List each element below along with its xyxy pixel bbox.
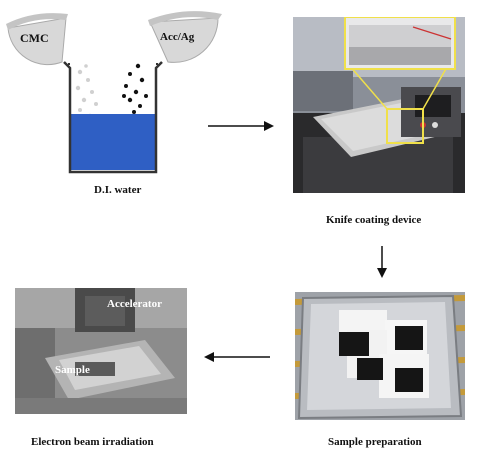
arrow-left bbox=[204, 352, 270, 362]
step3-caption: Sample preparation bbox=[328, 436, 422, 448]
knife-coating-photo bbox=[293, 17, 465, 193]
arrow-down bbox=[377, 246, 387, 278]
accelerator-label: Accelerator bbox=[107, 298, 162, 310]
acc-ag-particles bbox=[122, 63, 148, 114]
acc-ag-cup: Acc/Ag bbox=[148, 11, 222, 63]
reagent-right-label: Acc/Ag bbox=[160, 31, 195, 43]
sample-label: Sample bbox=[55, 364, 90, 376]
step2-caption: Knife coating device bbox=[326, 214, 422, 226]
arrow-right bbox=[208, 121, 274, 131]
reagent-left-label: CMC bbox=[20, 31, 49, 45]
water-fill bbox=[70, 114, 156, 170]
step4-caption: Electron beam irradiation bbox=[31, 436, 154, 448]
cmc-cup: CMC bbox=[6, 13, 68, 66]
beaker bbox=[63, 61, 163, 174]
sample-preparation-photo bbox=[295, 292, 465, 420]
electron-beam-photo: Accelerator Sample bbox=[15, 288, 187, 414]
step1-caption: D.I. water bbox=[94, 184, 142, 196]
cmc-powder bbox=[75, 64, 98, 119]
